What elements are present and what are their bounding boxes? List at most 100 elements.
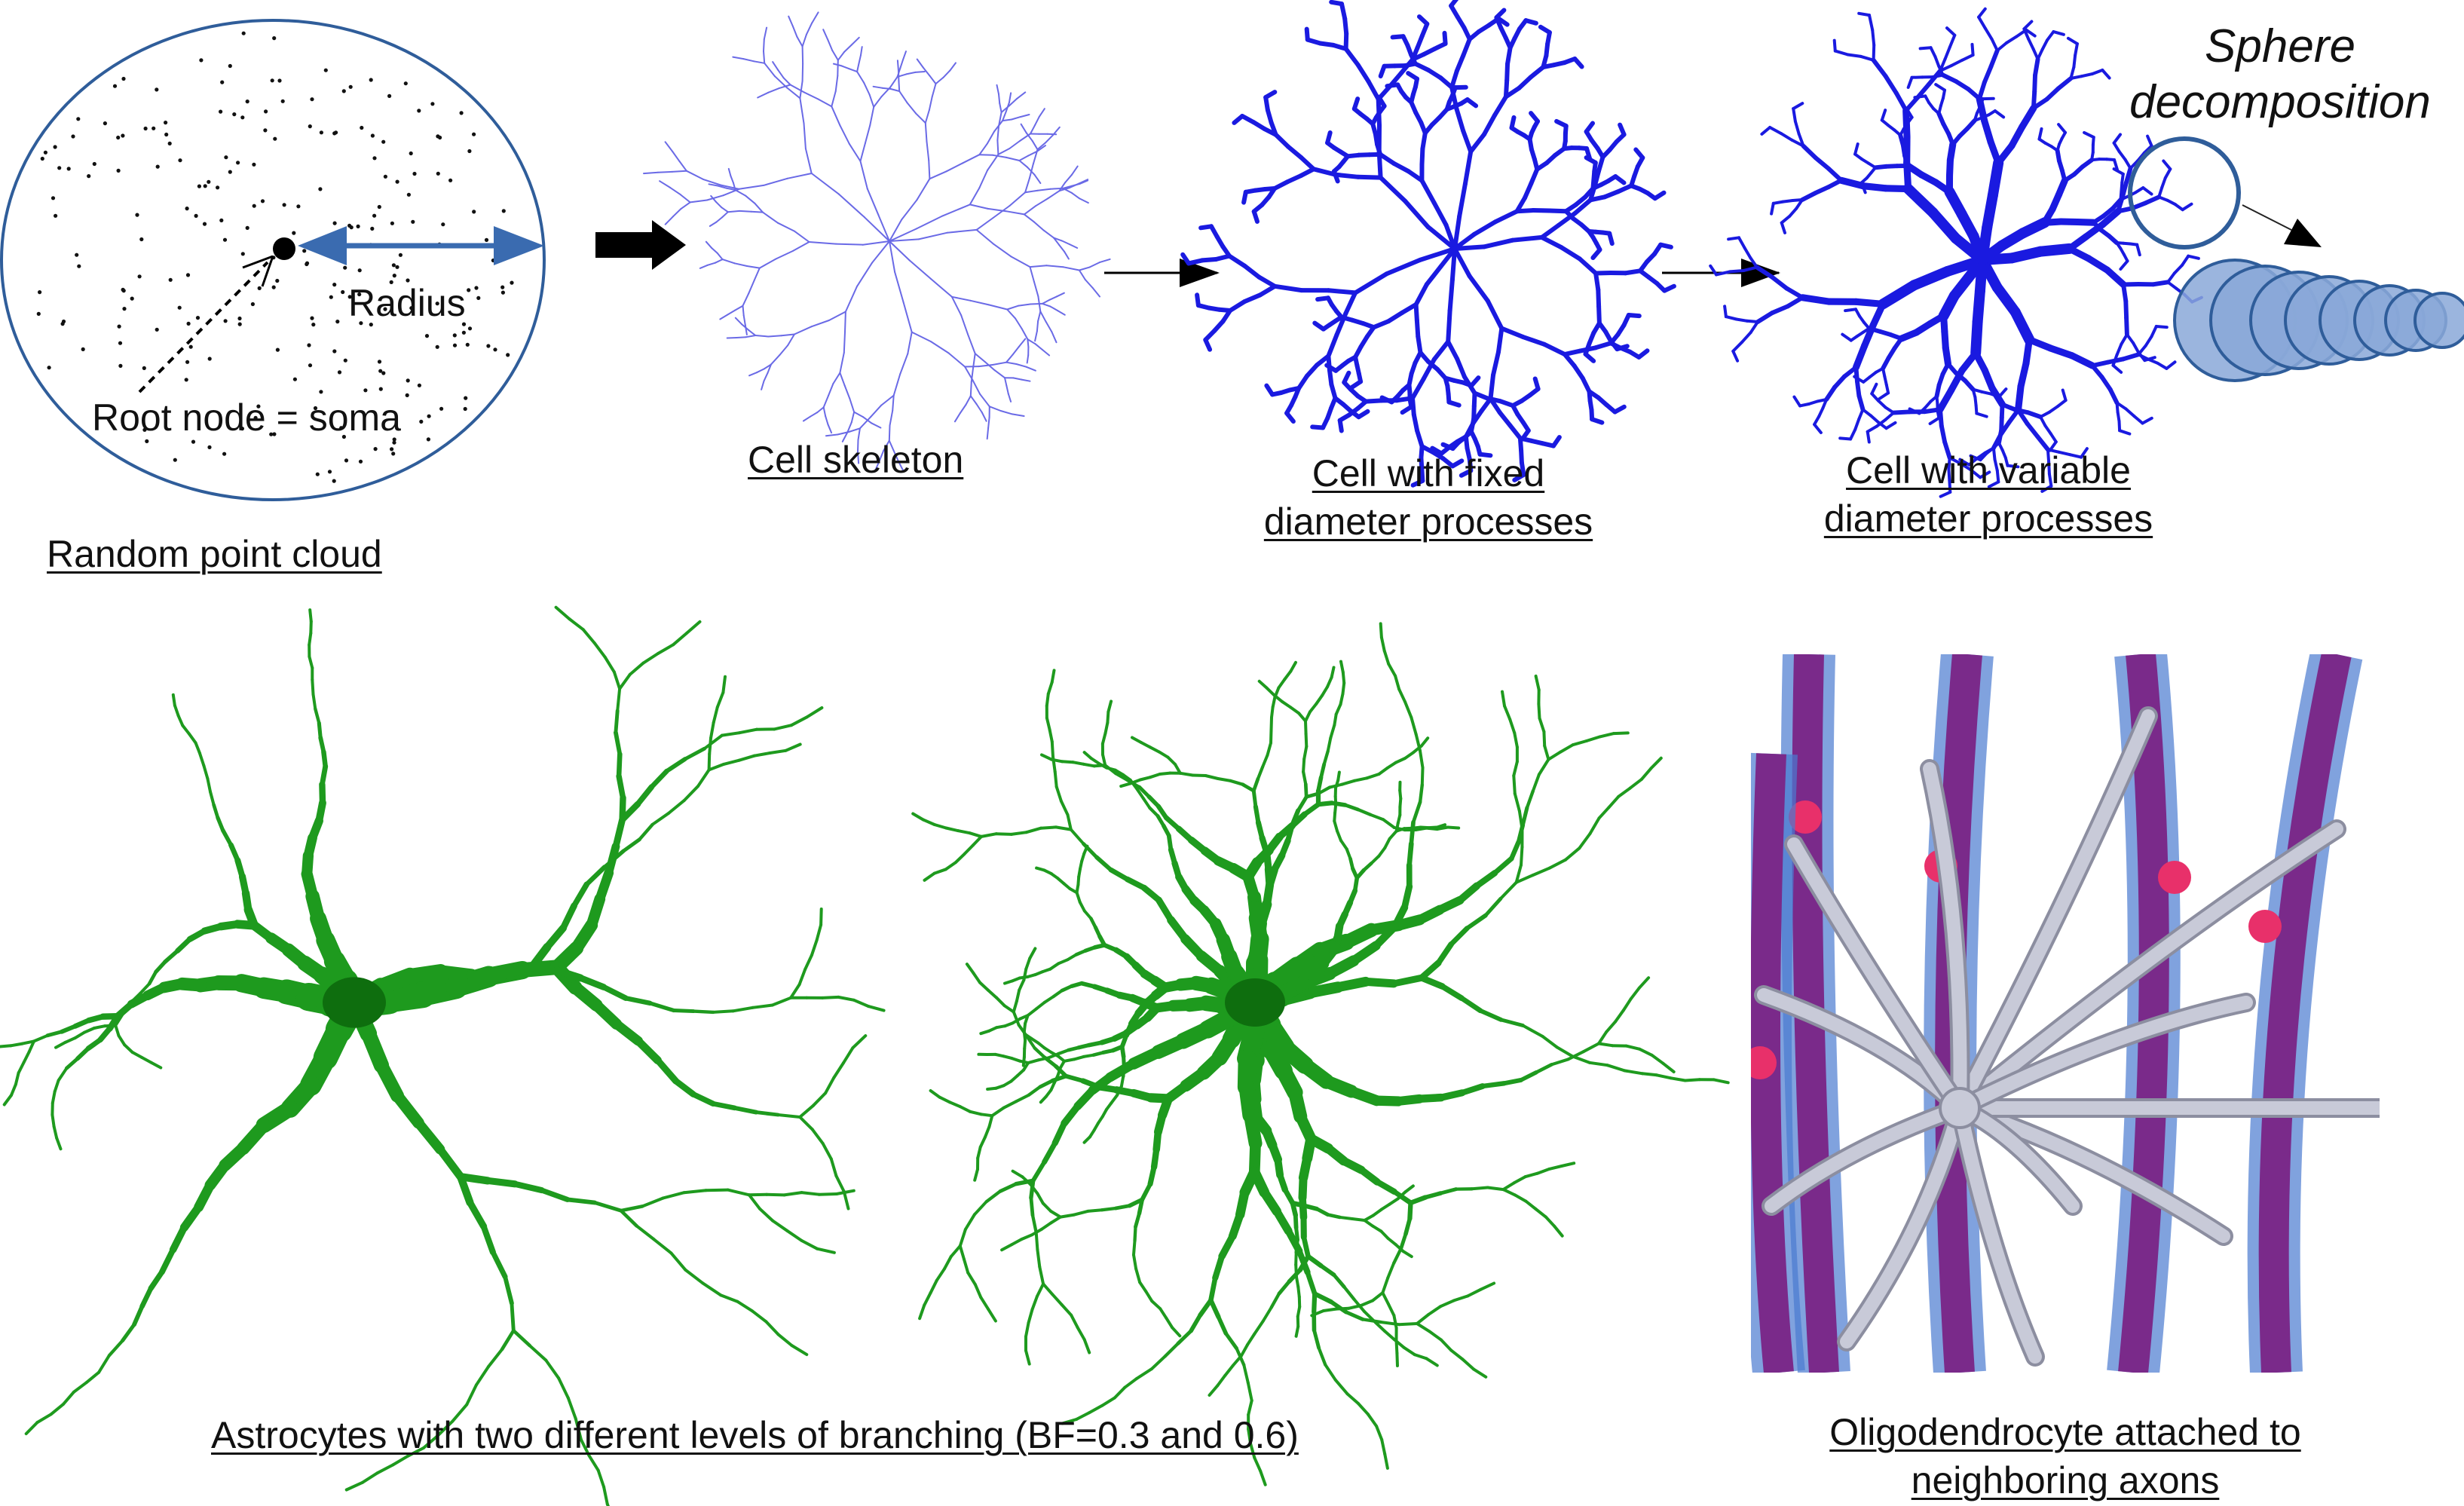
- fixed-branch: [1454, 106, 1466, 133]
- variable-branch: [1853, 418, 1861, 431]
- astrocyte-process: [1465, 913, 1488, 931]
- astrocyte-process: [1116, 1085, 1123, 1097]
- astrocyte-process: [1042, 1140, 1058, 1165]
- skeleton-branch: [828, 311, 846, 321]
- variable-branch: [2107, 234, 2120, 245]
- skeleton-branch: [810, 412, 819, 418]
- astrocyte-process: [819, 908, 823, 926]
- variable-branch: [2142, 144, 2153, 155]
- astrocyte-process: [1218, 1232, 1237, 1260]
- skeleton-branch: [761, 211, 779, 224]
- variable-branch: [1780, 214, 1792, 225]
- astrocyte-process: [1315, 693, 1324, 706]
- variable-branch: [2025, 28, 2037, 38]
- astrocyte-process: [1175, 825, 1195, 843]
- astrocyte-process: [308, 655, 314, 670]
- skeleton-branch: [799, 80, 803, 99]
- variable-branch: [2055, 76, 2074, 91]
- astrocyte-process: [1435, 895, 1465, 914]
- variable-branch: [2080, 72, 2094, 78]
- variable-branch: [1870, 382, 1878, 396]
- astrocyte-process: [391, 1090, 424, 1129]
- skeleton-branch: [817, 98, 833, 108]
- cloud-point: [275, 347, 280, 352]
- variable-branch: [1928, 416, 1941, 426]
- variable-branch: [2036, 47, 2044, 61]
- variable-branch: [1715, 270, 1731, 277]
- variable-branch: [1727, 236, 1740, 241]
- astrocyte-process: [1329, 723, 1336, 740]
- skeleton-branch: [881, 87, 892, 90]
- skeleton-branch: [1012, 345, 1020, 356]
- astrocyte-process: [121, 1001, 133, 1016]
- variable-branch: [2123, 166, 2133, 185]
- astrocyte-process: [1375, 1425, 1384, 1441]
- astrocyte-process: [1560, 1162, 1576, 1168]
- astrocyte-process: [1119, 1075, 1125, 1088]
- fixed-branch: [1596, 287, 1602, 309]
- astrocyte-process: [963, 1257, 970, 1275]
- astrocyte-process: [130, 1051, 144, 1059]
- astrocyte-process: [1051, 989, 1064, 999]
- astrocyte-process: [308, 608, 313, 623]
- astrocyte-bf-0-6: [911, 622, 1730, 1486]
- cloud-point: [57, 166, 62, 170]
- skeleton-branch: [706, 194, 724, 201]
- astrocyte-process: [944, 861, 957, 871]
- cloud-point: [47, 366, 51, 370]
- fixed-branch: [1559, 245, 1582, 262]
- cloud-point: [377, 204, 381, 210]
- skeleton-branch: [1015, 317, 1023, 329]
- cloud-point: [390, 447, 394, 451]
- astrocyte-process: [1296, 794, 1309, 813]
- skeleton-branch: [1025, 366, 1036, 372]
- cloud-point: [391, 451, 396, 456]
- skeleton-branch: [1034, 330, 1038, 342]
- skeleton-branch: [892, 394, 895, 412]
- astrocyte-process: [1305, 1269, 1318, 1296]
- astrocyte-process: [641, 652, 660, 665]
- variable-branch: [1853, 142, 1859, 156]
- skeleton-branch: [964, 366, 974, 381]
- astrocyte-process: [1513, 791, 1521, 813]
- astrocyte-process: [614, 730, 623, 757]
- variable-branch: [2057, 450, 2072, 457]
- variable-branch: [2146, 357, 2159, 365]
- cloud-point: [135, 213, 139, 217]
- variable-branch: [1813, 423, 1823, 434]
- astrocyte-process: [63, 1036, 77, 1044]
- skeleton-branch: [906, 102, 917, 115]
- skeleton-branch: [722, 188, 740, 197]
- variable-branch: [2074, 42, 2079, 57]
- cloud-point: [305, 261, 310, 265]
- cloud-point: [448, 178, 453, 182]
- oligo-process: [1840, 1101, 1967, 1348]
- cloud-point: [332, 349, 337, 354]
- astrocyte-process: [1305, 1253, 1324, 1269]
- fixed-branch: [1403, 199, 1431, 230]
- variable-branch: [2135, 243, 2141, 257]
- skeleton-branch: [1004, 377, 1008, 387]
- skeleton-branch: [889, 409, 894, 427]
- astrocyte-process: [773, 724, 793, 731]
- variable-branch: [2107, 387, 2120, 406]
- astrocyte-process: [1401, 1250, 1413, 1259]
- skeleton-branch: [1033, 280, 1039, 298]
- skeleton-branch: [755, 335, 770, 338]
- skeleton-branch: [822, 406, 827, 417]
- astrocyte-process: [406, 1446, 425, 1458]
- skeleton-branch: [872, 85, 883, 89]
- skeleton-branch: [877, 214, 890, 242]
- variable-branch: [2040, 484, 2053, 493]
- skeleton-branch: [1019, 114, 1030, 118]
- variable-branch: [1893, 90, 1908, 113]
- fixed-branch: [1465, 97, 1479, 109]
- variable-branch: [1873, 164, 1889, 170]
- skeleton-branch: [721, 259, 736, 265]
- cloud-point: [459, 111, 464, 115]
- fixed-branch: [1613, 174, 1627, 185]
- cloud-point: [373, 447, 378, 451]
- astrocyte-process: [1091, 984, 1110, 993]
- skeleton-branch: [880, 394, 895, 406]
- variable-branch: [2040, 38, 2049, 51]
